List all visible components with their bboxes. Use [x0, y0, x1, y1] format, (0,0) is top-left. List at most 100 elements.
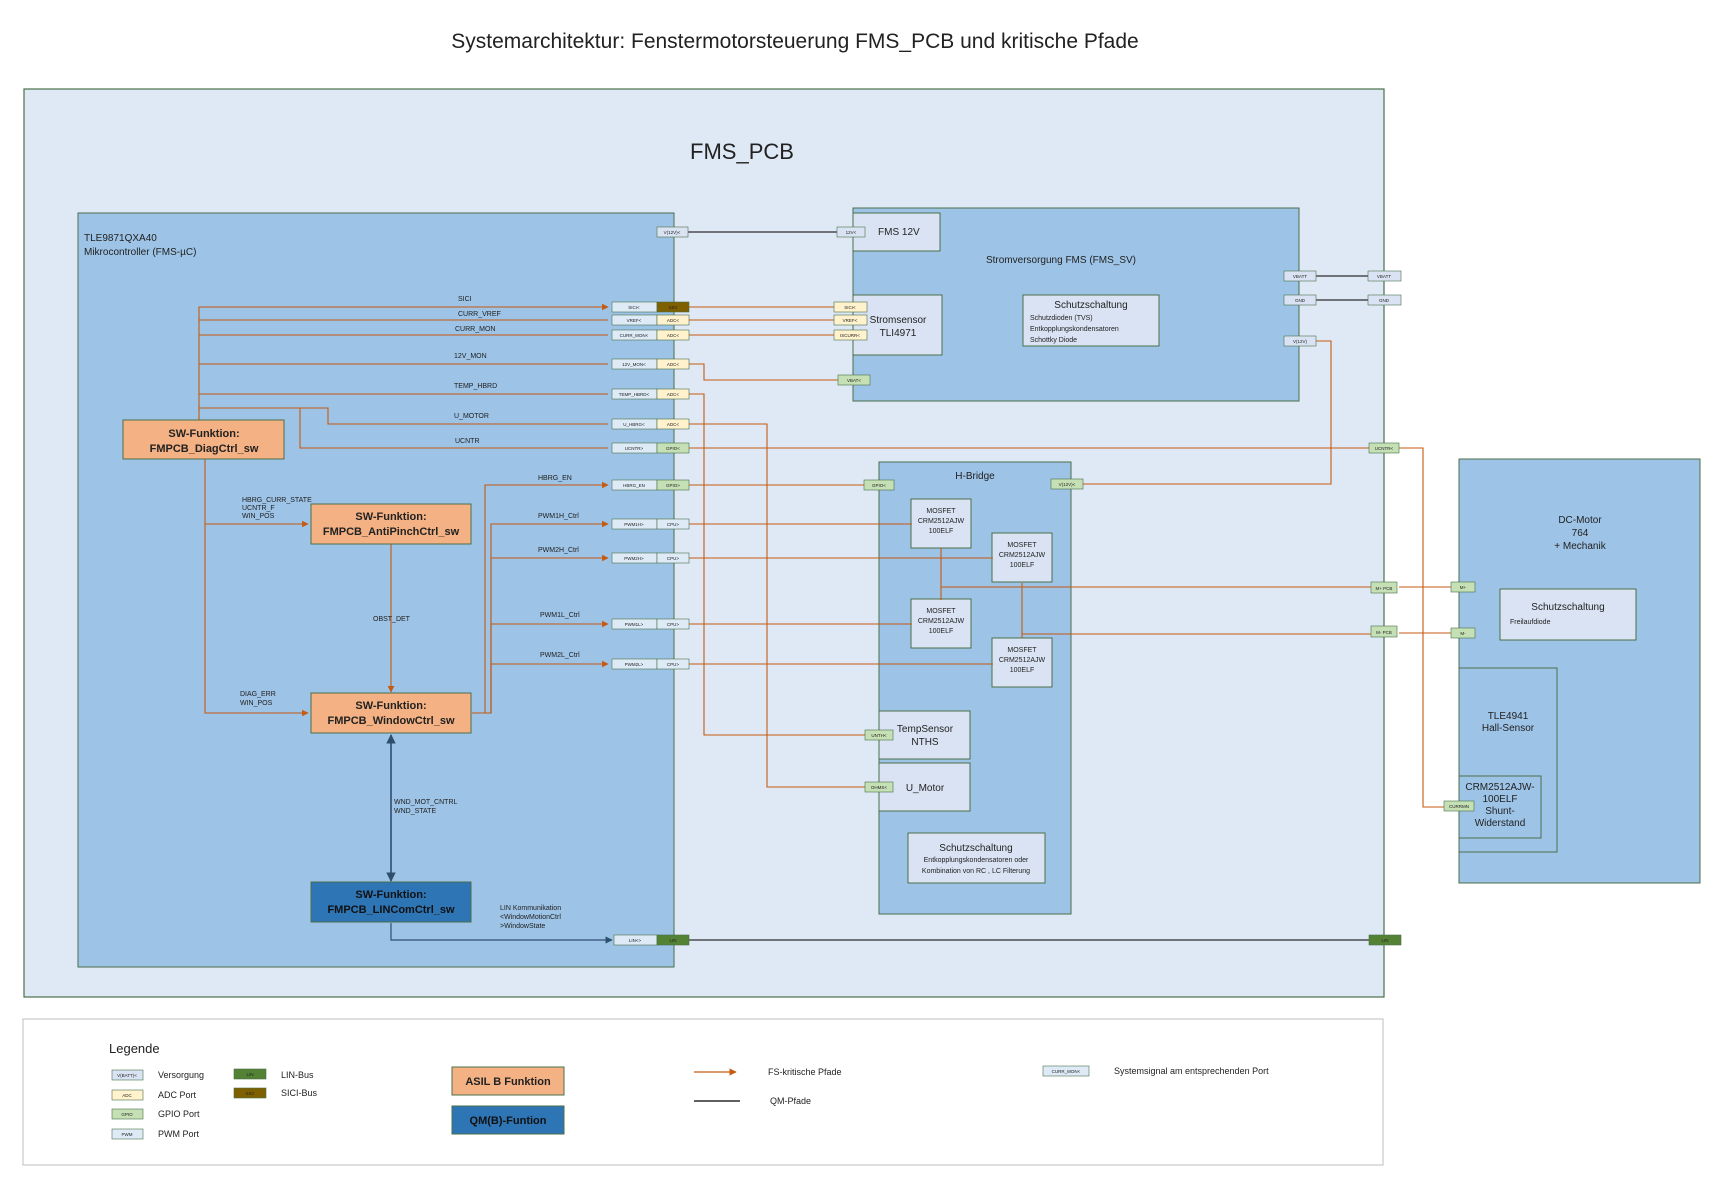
- pcb-mminus-port-label: M- PCB: [1376, 630, 1392, 635]
- mosfet-box: [991, 637, 1053, 688]
- motor-mminus-port: [1450, 627, 1476, 639]
- legend-swatch-lin-text: LIN: [246, 1072, 253, 1077]
- hbridge-title: H-Bridge: [955, 471, 995, 482]
- sensor-port-3-label: ISCURR<: [840, 333, 860, 338]
- pcb-lin-port: [1368, 934, 1402, 946]
- signal-u-motor: U_MOTOR: [454, 413, 489, 420]
- shunt-port-label: CURRMN: [1449, 804, 1469, 809]
- hbridge-protection-item-1: Entkopplungskondensatoren oder: [924, 857, 1029, 864]
- mcu-port-type-12: [656, 658, 690, 670]
- signal-pwm1h: PWM1H_Ctrl: [538, 513, 579, 520]
- mcu-port-type-13: [656, 934, 690, 946]
- mcu-port-type-9: [656, 518, 690, 530]
- hbridge-gpio-port: [863, 479, 895, 491]
- motor-mminus-port-label: M-: [1460, 631, 1466, 636]
- mosfet-label: MOSFET: [926, 508, 956, 515]
- pcb-ucntr-port-label: UCNTR<: [1375, 446, 1394, 451]
- mcu-port-type-11-label: CPU>: [667, 622, 680, 627]
- signal-ucntr: UCNTR: [455, 438, 480, 445]
- sensor-port-1-label: SICI<: [844, 305, 856, 310]
- legend-swatch-lin: [233, 1068, 267, 1080]
- mcu-signal-port-4-label: 12V_MON<: [622, 362, 646, 367]
- dc-motor-title-1: DC-Motor: [1558, 515, 1602, 526]
- legend-swatch-gpio: [111, 1108, 144, 1120]
- mcu-port-type-11: [656, 618, 690, 630]
- hbridge-protection-item-2: Kombination von RC , LC Filterung: [922, 868, 1030, 875]
- mcu-port-type-5-label: ADC<: [667, 392, 680, 397]
- signal-lin-3: >WindowState: [500, 923, 545, 930]
- umotor-label: U_Motor: [906, 783, 945, 794]
- current-sensor-label-1: Stromsensor: [870, 315, 927, 326]
- hbridge-v12-port: [1050, 478, 1084, 490]
- power-port-gnd: [1283, 294, 1317, 306]
- legend-asil-box: [451, 1066, 565, 1096]
- pcb-mplus-port-label: M+ PCB: [1376, 586, 1393, 591]
- sensor-port-4-label: VBAT<: [847, 378, 861, 383]
- mosfet-label: 100ELF: [1010, 667, 1035, 674]
- signal-diag-anti-1: HBRG_CURR_STATE: [242, 497, 312, 504]
- motor-protection-title: Schutzschaltung: [1531, 602, 1604, 613]
- sw-lin-label-2: FMPCB_LINComCtrl_sw: [327, 904, 455, 916]
- legend-qm-paths: QM-Pfade: [770, 1096, 811, 1106]
- mcu-port-v12: [656, 226, 689, 238]
- legend-qm-box: [451, 1105, 565, 1135]
- dc-motor-title-2: 764: [1572, 528, 1589, 539]
- sw-antipinch-box: [310, 503, 472, 545]
- mosfet-label: CRM2512AJW: [918, 518, 965, 525]
- sw-lin-label-1: SW-Funktion:: [355, 889, 426, 901]
- fms12v-port: [836, 226, 866, 238]
- signal-diag-window-1: DIAG_ERR: [240, 691, 276, 698]
- tempsensor-port: [864, 729, 894, 741]
- sw-diag-label-1: SW-Funktion:: [168, 428, 239, 440]
- shunt-label-3: Shunt-: [1485, 806, 1514, 817]
- hbridge-protection-title: Schutzschaltung: [939, 843, 1012, 854]
- power-port-v12-label: V(12V): [1293, 339, 1308, 344]
- legend-swatch-versorgung-text: V(BATT)<: [117, 1073, 137, 1078]
- tempsensor-label-1: TempSensor: [897, 724, 954, 735]
- mosfet-label: MOSFET: [1007, 647, 1037, 654]
- signal-curr-mon: CURR_MON: [455, 326, 495, 333]
- power-protection-title: Schutzschaltung: [1054, 300, 1127, 311]
- legend-asil: ASIL B Funktion: [465, 1076, 551, 1088]
- ext-port-vbatt-label: VBATT: [1377, 274, 1391, 279]
- pcb-mminus-port: [1370, 625, 1398, 638]
- fms12v-port-label: 12V<: [846, 230, 857, 235]
- mcu-port-type-1: [656, 301, 690, 313]
- power-port-vbatt-label: VBATT: [1293, 274, 1307, 279]
- mcu-port-type-10-label: CPU>: [667, 556, 680, 561]
- signal-temp-hbrd: TEMP_HBRD: [454, 383, 497, 390]
- power-supply-title: Stromversorgung FMS (FMS_SV): [986, 255, 1136, 266]
- legend-swatch-adc: [111, 1089, 144, 1101]
- power-port-vbatt: [1283, 270, 1317, 282]
- signal-wnd-2: WND_STATE: [394, 808, 436, 815]
- umotor-port: [864, 781, 894, 793]
- sensor-port-2-label: VREF<: [843, 318, 858, 323]
- mcu-port-type-12-label: CPU>: [667, 662, 680, 667]
- power-protection-item-1: Schutzdioden (TVS): [1030, 315, 1093, 322]
- sw-antipinch-label-1: SW-Funktion:: [355, 511, 426, 523]
- sensor-port-1: [833, 301, 868, 313]
- legend-swatch-pwm-text: PWM: [122, 1132, 133, 1137]
- mcu-port-type-2-label: ADC<: [667, 318, 680, 323]
- legend-frame: [22, 1018, 1384, 1166]
- mcu-port-v12-label: V(12V)<: [664, 230, 681, 235]
- tempsensor-label-2: NTHS: [911, 737, 939, 748]
- legend-swatch-gpio-text: GPIO: [121, 1112, 133, 1117]
- ext-port-vbatt: [1367, 270, 1402, 282]
- mcu-signal-port-5-label: TEMP_HBRD<: [619, 392, 650, 397]
- mcu-signal-port-8-label: HBRG_EN: [623, 483, 645, 488]
- shunt-label-4: Widerstand: [1475, 818, 1526, 829]
- ext-port-gnd: [1367, 294, 1402, 306]
- power-protection-box: [1022, 294, 1160, 347]
- sw-diag-label-2: FMPCB_DiagCtrl_sw: [150, 443, 259, 455]
- mcu-signal-port-1-label: SICI<: [628, 305, 640, 310]
- signal-wnd-1: WND_MOT_CNTRL: [394, 799, 457, 806]
- mcu-block: [77, 212, 675, 968]
- mcu-signal-port-6-label: U_HBRG<: [623, 422, 645, 427]
- signal-lin-1: LIN Kommunikation: [500, 905, 561, 912]
- umotor-box: [878, 762, 971, 812]
- tempsensor-box: [878, 710, 971, 760]
- signal-lin-2: <WindowMotionCtrl: [500, 914, 561, 921]
- signal-obst-det: OBST_DET: [373, 616, 411, 623]
